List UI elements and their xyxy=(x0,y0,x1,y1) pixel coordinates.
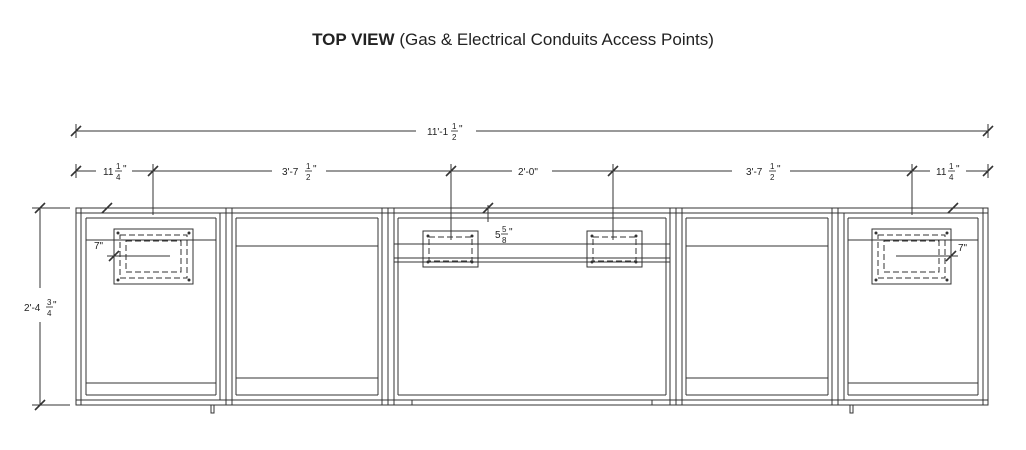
svg-text:": " xyxy=(777,164,781,175)
center-right-access-point xyxy=(586,218,643,268)
svg-text:1: 1 xyxy=(949,162,954,171)
left-access-point xyxy=(86,202,216,285)
depth-dimension xyxy=(32,202,70,411)
svg-text:2'-4: 2'-4 xyxy=(24,303,41,314)
right-edge-label: 11 1 4 " xyxy=(936,162,960,182)
svg-text:11: 11 xyxy=(936,167,947,178)
center-access-offset-label: 5 5 8 " xyxy=(495,225,513,245)
left-edge-label: 11 1 4 " xyxy=(103,162,127,182)
svg-text:2: 2 xyxy=(452,133,457,142)
title-bold: TOP VIEW xyxy=(312,30,395,49)
left-access-offset-label: 7" xyxy=(94,241,104,252)
center-left-access-point xyxy=(422,218,479,268)
right-access-point xyxy=(848,202,978,285)
svg-text:5: 5 xyxy=(495,230,501,241)
title-subtitle: (Gas & Electrical Conduits Access Points… xyxy=(399,30,714,49)
center-offset-marker xyxy=(482,202,494,222)
section-dimensions xyxy=(70,164,994,218)
svg-text:1: 1 xyxy=(306,162,311,171)
svg-text:4: 4 xyxy=(949,173,954,182)
svg-text:4: 4 xyxy=(47,309,52,318)
center-section-label: 2'-0" xyxy=(518,167,538,178)
svg-text:5: 5 xyxy=(502,225,507,234)
right-center-cabinet xyxy=(681,208,839,405)
svg-text:3: 3 xyxy=(47,298,52,307)
svg-text:11: 11 xyxy=(103,167,114,178)
svg-text:8: 8 xyxy=(502,236,507,245)
left-center-cabinet xyxy=(231,208,389,405)
svg-text:1: 1 xyxy=(452,122,457,131)
overall-width-dimension xyxy=(70,124,994,138)
svg-text:": " xyxy=(956,164,960,175)
center-cabinet xyxy=(393,208,677,405)
svg-text:2: 2 xyxy=(770,173,775,182)
svg-text:": " xyxy=(123,164,127,175)
svg-text:2: 2 xyxy=(306,173,311,182)
svg-text:": " xyxy=(459,124,463,135)
left-end-cabinet xyxy=(85,208,227,414)
right-end-cabinet xyxy=(843,213,979,414)
svg-text:3'-7: 3'-7 xyxy=(746,167,763,178)
svg-text:": " xyxy=(313,164,317,175)
right-access-offset-label: 7" xyxy=(958,243,968,254)
svg-text:11'-1: 11'-1 xyxy=(427,127,449,138)
svg-text:1: 1 xyxy=(770,162,775,171)
svg-text:1: 1 xyxy=(116,162,121,171)
page-title: TOP VIEW (Gas & Electrical Conduits Acce… xyxy=(0,30,1026,50)
svg-text:": " xyxy=(53,300,57,311)
svg-text:3'-7: 3'-7 xyxy=(282,167,299,178)
cabinet-run xyxy=(75,207,989,406)
left-section-label: 3'-7 1 2 " xyxy=(282,162,317,182)
svg-text:4: 4 xyxy=(116,173,121,182)
depth-label: 2'-4 3 4 " xyxy=(24,298,57,318)
overall-width-label: 11'-1 1 2 " xyxy=(427,122,463,142)
svg-text:": " xyxy=(509,227,513,238)
right-section-label: 3'-7 1 2 " xyxy=(746,162,781,182)
